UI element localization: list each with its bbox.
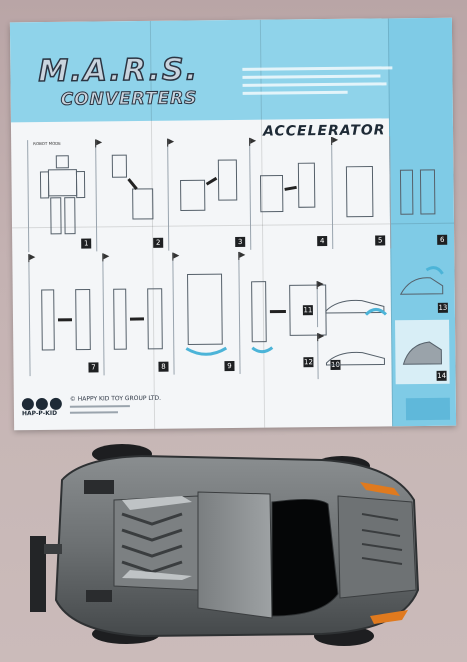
step-panel: 2 bbox=[95, 138, 167, 252]
engine-chevrons bbox=[121, 512, 183, 574]
maker-name: HAP-P-KID bbox=[21, 409, 58, 418]
step-panel: 5 bbox=[331, 136, 389, 249]
step-panel: 9 bbox=[172, 251, 238, 375]
headlight bbox=[370, 610, 408, 624]
step-panel: 3 bbox=[167, 137, 249, 251]
instruction-sheet: M.A.R.S. CONVERTERS ACCELERATOR ROBOT MO… bbox=[9, 17, 457, 431]
info-tab-box bbox=[405, 397, 451, 421]
brand-title: M.A.R.S. bbox=[37, 52, 200, 90]
step-panel: 1 bbox=[27, 139, 95, 253]
brand-subtitle: CONVERTERS bbox=[60, 88, 198, 110]
car-figure-icon bbox=[325, 299, 388, 316]
rear-vents bbox=[84, 480, 114, 602]
robot-figure-icon bbox=[185, 273, 228, 356]
copyright-text: © HAPPY KID TOY GROUP LTD. bbox=[69, 394, 162, 403]
robot-figure-icon bbox=[251, 281, 327, 354]
toy-car bbox=[30, 444, 420, 646]
step-panel bbox=[317, 332, 392, 380]
step-number: 8 bbox=[158, 361, 169, 372]
car-figure-icon bbox=[399, 266, 444, 295]
step-panel: 10 bbox=[238, 250, 344, 374]
rear-spoiler bbox=[30, 536, 46, 612]
step-number: 5 bbox=[375, 235, 386, 246]
step-panel bbox=[316, 280, 392, 328]
rear-spoiler-arm bbox=[44, 544, 62, 554]
robot-figure-icon bbox=[180, 159, 238, 212]
step-number: 9 bbox=[224, 360, 235, 372]
robot-figure-icon bbox=[39, 155, 86, 235]
step-panel: 4 bbox=[249, 136, 331, 250]
headlight bbox=[360, 482, 400, 496]
robot-figure-icon bbox=[41, 288, 91, 351]
car-figure-icon bbox=[325, 351, 385, 366]
exhaust-pipe bbox=[122, 496, 192, 510]
step-number: 14 bbox=[436, 370, 447, 381]
hap-p-kid-logo-mark bbox=[21, 397, 62, 411]
mars-converters-logo: M.A.R.S. CONVERTERS bbox=[37, 52, 209, 124]
step-number: 3 bbox=[235, 236, 246, 247]
step-number: 1 bbox=[81, 238, 92, 249]
step-number: 4 bbox=[317, 236, 328, 247]
step-number: 12 bbox=[303, 357, 314, 368]
robot-figure-icon bbox=[113, 288, 163, 350]
step-panel: 6 bbox=[389, 135, 451, 249]
hap-p-kid-logo: HAP-P-KID bbox=[20, 396, 64, 418]
footer-text-line bbox=[69, 405, 130, 408]
footer-text-line bbox=[69, 411, 118, 414]
robot-figure-icon bbox=[399, 169, 436, 215]
step-number: 13 bbox=[437, 302, 448, 313]
hood-vents bbox=[361, 513, 403, 565]
windshield bbox=[271, 498, 339, 617]
step-number: 6 bbox=[437, 234, 448, 245]
robot-figure-icon bbox=[345, 166, 374, 218]
step-number: 11 bbox=[302, 305, 313, 316]
step-number: 2 bbox=[153, 237, 164, 248]
roof bbox=[197, 491, 273, 619]
step-panel: 7 bbox=[28, 253, 102, 377]
step-panel: 8 bbox=[102, 252, 172, 376]
robot-figure-icon bbox=[111, 154, 154, 220]
car-figure-icon bbox=[402, 341, 442, 365]
exhaust-pipe bbox=[122, 570, 192, 580]
step-number: 7 bbox=[88, 362, 99, 373]
robot-figure-icon bbox=[259, 162, 316, 213]
step-panel: 14 bbox=[395, 319, 450, 385]
intro-text-block bbox=[242, 66, 393, 108]
step-panel: 13 bbox=[392, 258, 451, 317]
